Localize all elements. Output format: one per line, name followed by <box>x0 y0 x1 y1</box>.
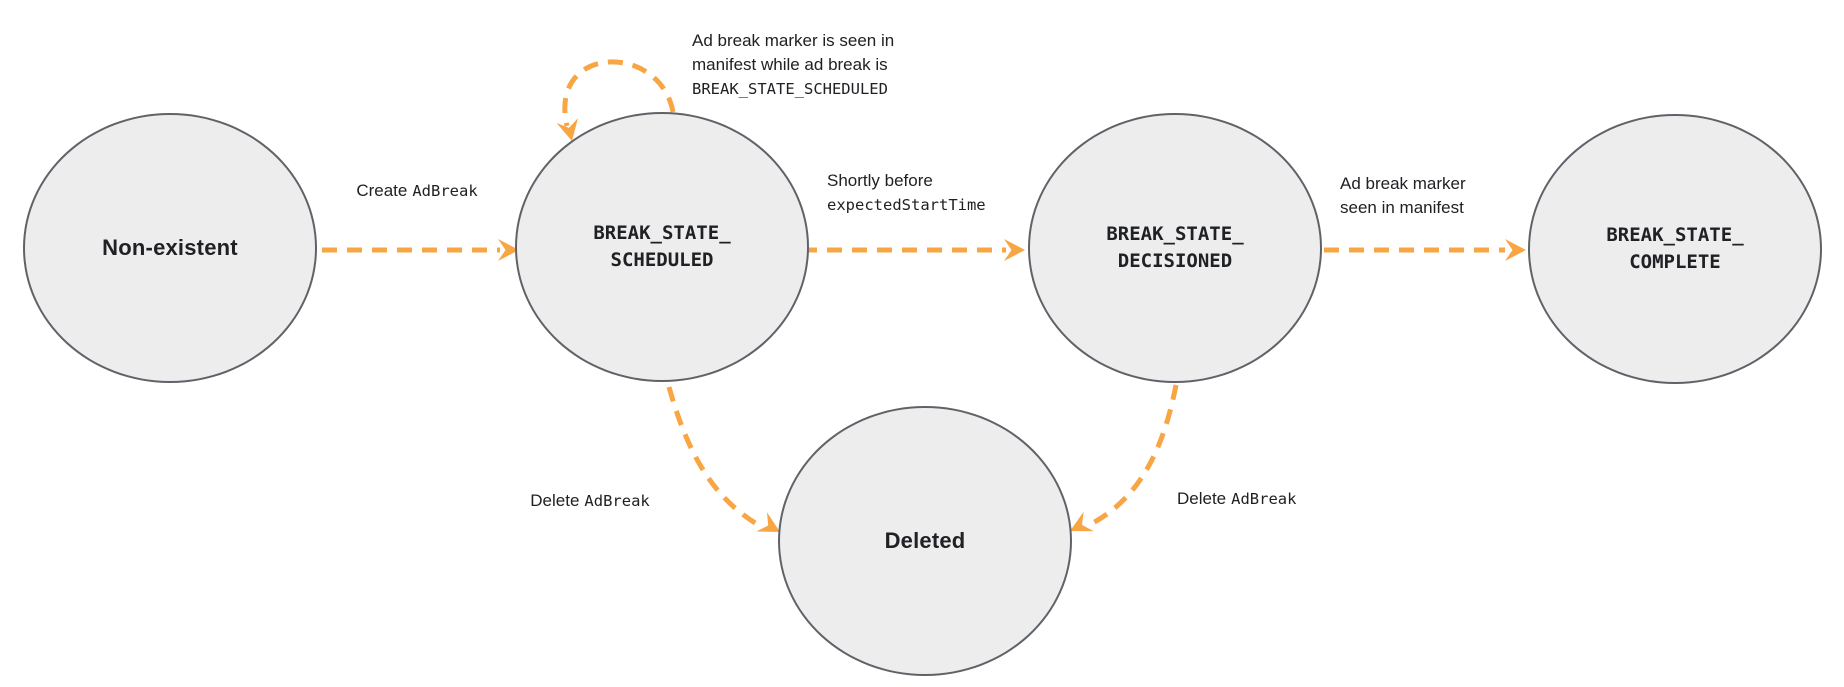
edge-label-shortly-before-code: expectedStartTime <box>827 196 986 214</box>
edge-label-delete-right-code: AdBreak <box>1231 490 1297 508</box>
edge-label-self-loop: Ad break marker is seen in manifest whil… <box>692 29 894 101</box>
state-decisioned-label-line1: BREAK_STATE_ <box>1106 223 1244 245</box>
state-scheduled-label-line1: BREAK_STATE_ <box>593 222 731 244</box>
state-break-state-scheduled: BREAK_STATE_ SCHEDULED <box>515 112 809 382</box>
state-deleted-label: Deleted <box>884 528 966 553</box>
state-break-state-complete: BREAK_STATE_ COMPLETE <box>1528 114 1822 384</box>
edge-label-shortly-before: Shortly before expectedStartTime <box>827 169 986 217</box>
state-non-existent: Non-existent <box>23 113 317 383</box>
state-complete-label-line2: COMPLETE <box>1629 251 1721 273</box>
edge-label-marker-seen-line2: seen in manifest <box>1340 198 1464 217</box>
arrowhead-shortly-before <box>1004 239 1025 261</box>
edge-delete-from-decisioned-arrow <box>1087 384 1179 528</box>
edge-label-marker-seen-line1: Ad break marker <box>1340 174 1466 193</box>
edge-label-self-loop-line1: Ad break marker is seen in <box>692 31 895 50</box>
edge-label-create-text: Create <box>356 181 408 200</box>
edge-label-delete-right-text: Delete <box>1177 489 1227 508</box>
state-decisioned-label-line2: DECISIONED <box>1117 250 1233 272</box>
state-break-state-decisioned: BREAK_STATE_ DECISIONED <box>1028 113 1322 383</box>
edge-label-self-loop-code: BREAK_STATE_SCHEDULED <box>692 80 888 98</box>
state-complete-label-line1: BREAK_STATE_ <box>1606 224 1744 246</box>
edge-label-marker-seen: Ad break marker seen in manifest <box>1340 172 1466 220</box>
edge-delete-from-scheduled-arrow <box>666 386 764 530</box>
arrowhead-marker-seen <box>1505 239 1526 261</box>
edge-label-shortly-before-text: Shortly before <box>827 171 933 190</box>
edge-label-delete-left-text: Delete <box>530 491 580 510</box>
edge-label-create-code: AdBreak <box>412 182 478 200</box>
state-non-existent-label: Non-existent <box>102 235 238 260</box>
edge-label-self-loop-line2: manifest while ad break is <box>692 55 888 74</box>
state-scheduled-label-line2: SCHEDULED <box>610 249 714 271</box>
state-deleted: Deleted <box>778 406 1072 676</box>
edge-label-delete-left-code: AdBreak <box>584 492 650 510</box>
